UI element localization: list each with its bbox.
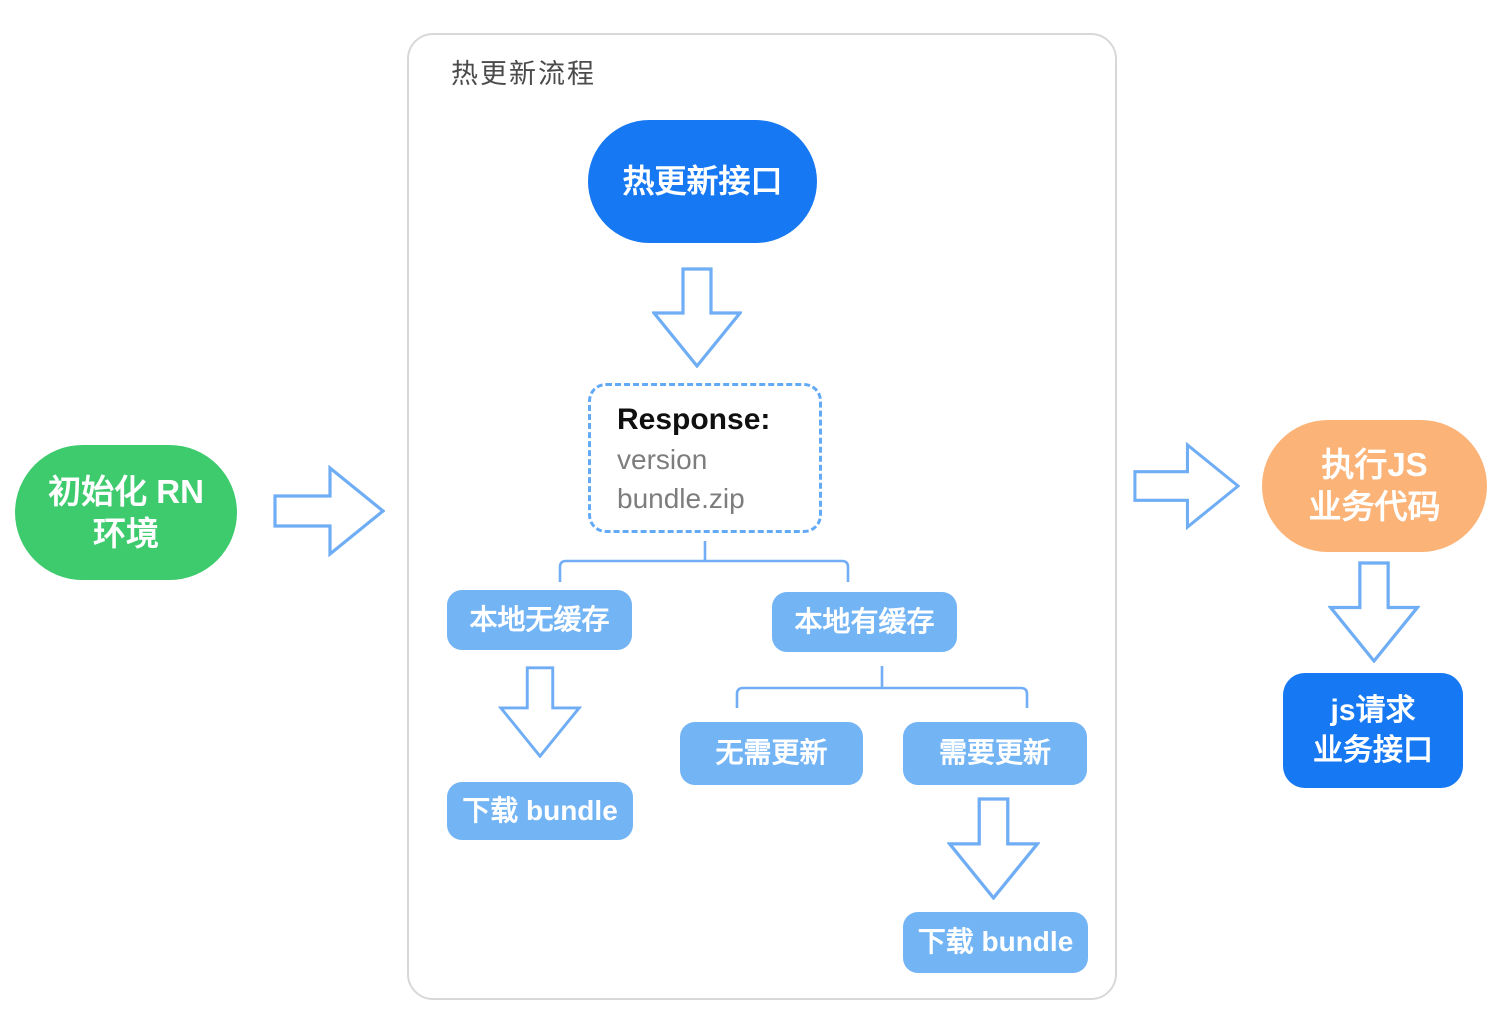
node-hot-update-api-label: 热更新接口 <box>622 162 783 199</box>
arrow-down-icon <box>1328 561 1420 663</box>
response-bundle-zip: bundle.zip <box>617 483 745 514</box>
node-no-update-needed: 无需更新 <box>680 722 863 785</box>
node-init-rn-line1: 初始化 RN <box>48 472 204 510</box>
node-has-local-cache: 本地有缓存 <box>772 592 957 652</box>
node-no-update-needed-label: 无需更新 <box>715 737 828 769</box>
response-box: Response: version bundle.zip <box>588 383 822 533</box>
response-version: version <box>617 444 708 475</box>
node-update-needed-label: 需要更新 <box>938 737 1051 769</box>
node-exec-js-code-line2: 业务代码 <box>1308 488 1441 525</box>
node-init-rn: 初始化 RN 环境 <box>15 445 237 580</box>
node-exec-js-code: 执行JS 业务代码 <box>1262 420 1487 552</box>
node-no-local-cache: 本地无缓存 <box>447 590 632 650</box>
node-update-needed: 需要更新 <box>903 722 1087 785</box>
node-init-rn-line2: 环境 <box>93 514 159 552</box>
arrow-right-icon <box>1133 442 1240 530</box>
arrow-down-icon <box>498 666 582 758</box>
node-download-bundle-left-label: 下载 bundle <box>462 794 618 826</box>
arrow-down-icon <box>947 797 1040 900</box>
node-exec-js-code-line1: 执行JS <box>1321 446 1428 483</box>
node-js-request-api-line2: 业务接口 <box>1313 733 1433 767</box>
node-download-bundle-right-label: 下载 bundle <box>917 926 1074 958</box>
node-js-request-api: js请求 业务接口 <box>1283 673 1463 788</box>
response-heading: Response: <box>617 403 771 436</box>
arrow-right-icon <box>273 465 385 557</box>
arrow-down-icon <box>652 267 742 368</box>
node-download-bundle-right: 下载 bundle <box>903 912 1088 973</box>
panel-title: 热更新流程 <box>451 59 596 89</box>
node-download-bundle-left: 下载 bundle <box>447 782 633 840</box>
node-has-local-cache-label: 本地有缓存 <box>794 605 935 637</box>
node-no-local-cache-label: 本地无缓存 <box>469 603 610 635</box>
node-hot-update-api: 热更新接口 <box>588 120 817 243</box>
node-js-request-api-line1: js请求 <box>1330 693 1416 727</box>
